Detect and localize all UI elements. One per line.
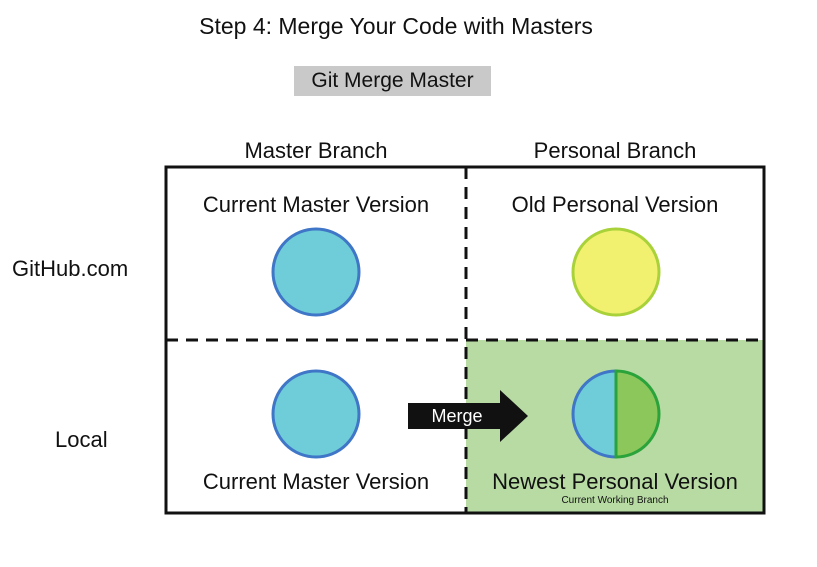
merged-master-half: [571, 369, 618, 459]
top-left-label: Current Master Version: [202, 192, 430, 217]
git-merge-master-badge: Git Merge Master: [294, 66, 491, 96]
personal-branch-heading: Personal Branch: [533, 138, 697, 163]
diagram-title: Step 4: Merge Your Code with Masters: [199, 13, 593, 39]
merge-arrow-label: Merge: [431, 406, 483, 426]
newest-personal-version-circle: [571, 369, 661, 459]
local-row-heading: Local: [55, 427, 108, 452]
old-personal-version-circle: [571, 227, 661, 317]
top-right-label: Old Personal Version: [511, 192, 719, 217]
merged-personal-half: [614, 369, 661, 459]
merge-arrow-icon: [408, 390, 528, 442]
master-branch-heading: Master Branch: [244, 138, 388, 163]
current-working-branch-label: Current Working Branch: [561, 495, 669, 506]
github-row-heading: GitHub.com: [12, 256, 129, 281]
current-master-github-circle: [271, 227, 361, 317]
current-master-local-circle: [271, 369, 361, 459]
bottom-left-label: Current Master Version: [202, 469, 430, 494]
bottom-right-label: Newest Personal Version: [492, 469, 738, 494]
